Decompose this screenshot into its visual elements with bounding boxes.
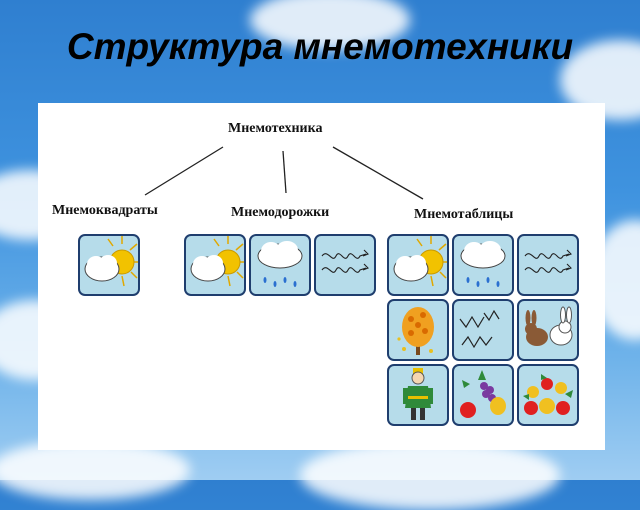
mnemosquare-cell <box>78 234 140 296</box>
fruit-basket-icon <box>460 370 506 418</box>
branch-label-mnemotracks: Мнемодорожки <box>231 205 330 220</box>
hares-icon <box>525 306 573 346</box>
connector-lines <box>144 146 424 200</box>
autumn-tree-icon <box>397 307 434 355</box>
child-in-coat-icon <box>403 368 433 420</box>
mnemotable-cell-2 <box>452 234 514 296</box>
fruit-pile-icon <box>523 374 573 415</box>
sun-cloud-icon <box>190 236 244 287</box>
mnemotable-cell-9 <box>517 364 579 426</box>
mnemotable-cell-5 <box>452 299 514 361</box>
sun-cloud-icon <box>393 236 447 287</box>
mnemotrack-cell-3 <box>314 234 376 296</box>
diagram-panel: Мнемотехника Мнемоквадраты Мнемодорожки … <box>38 103 605 450</box>
mnemotable-cell-6 <box>517 299 579 361</box>
mnemotable-cell-4 <box>387 299 449 361</box>
mnemotable-cell-3 <box>517 234 579 296</box>
flying-birds-icon <box>459 309 500 349</box>
mnemotable-cell-7 <box>387 364 449 426</box>
wind-icon <box>321 249 369 273</box>
branch-label-mnemotables: Мнемотаблицы <box>414 207 514 222</box>
wind-icon <box>524 249 572 273</box>
root-label: Мнемотехника <box>228 121 323 136</box>
slide-title: Структура мнемотехники <box>66 26 574 67</box>
branch-label-mnemosquares: Мнемоквадраты <box>52 203 158 218</box>
mnemotrack-cell-1 <box>184 234 246 296</box>
mnemotable-cell-8 <box>452 364 514 426</box>
sun-cloud-icon <box>84 236 138 287</box>
rain-cloud-icon <box>460 241 506 287</box>
mnemotrack-cell-2 <box>249 234 311 296</box>
mnemotable-cell-1 <box>387 234 449 296</box>
rain-cloud-icon <box>257 241 303 287</box>
